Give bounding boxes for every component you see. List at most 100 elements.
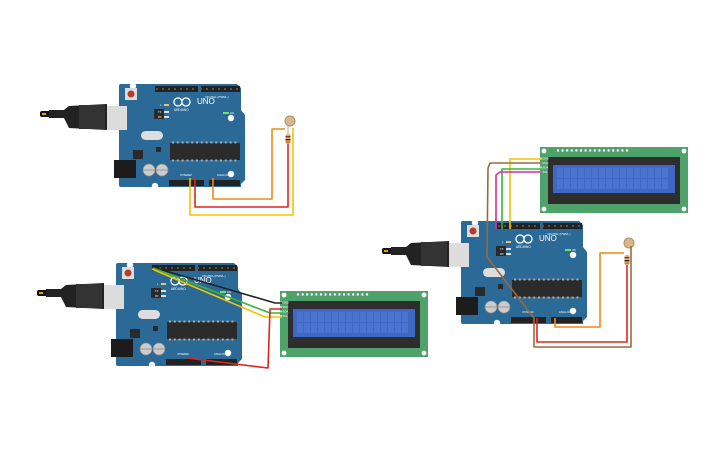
arduino-logo-icon <box>173 97 191 107</box>
lcd-char-cell <box>388 312 394 322</box>
analog-label: ANALOG IN <box>214 352 230 356</box>
usb-chip <box>154 109 164 119</box>
mounting-hole <box>224 349 232 357</box>
lcd-char-cell <box>402 323 408 333</box>
power-header[interactable] <box>511 317 546 323</box>
wire-yellow[interactable] <box>509 158 542 229</box>
brand-label: ARDUINO <box>516 245 531 249</box>
wire-black[interactable] <box>151 266 282 304</box>
reset-button[interactable] <box>122 267 134 279</box>
usb-cable[interactable] <box>37 283 104 309</box>
power-header[interactable] <box>166 359 201 365</box>
wire-red[interactable] <box>186 308 282 369</box>
lcd-char-cell <box>613 168 619 178</box>
lcd-char-cell <box>627 168 633 178</box>
lcd-pin[interactable] <box>540 166 542 169</box>
regulator <box>130 329 140 338</box>
wire-brown[interactable] <box>486 162 632 348</box>
lcd-char-cell <box>318 323 324 333</box>
lcd-char-cell <box>346 312 352 322</box>
lcd-pin[interactable] <box>280 306 282 308</box>
lcd-pin-label-scl: SCL <box>283 314 289 318</box>
lcd-char-cell <box>395 323 401 333</box>
wire-red[interactable] <box>194 144 289 208</box>
power-jack <box>456 297 478 315</box>
resistor-1[interactable] <box>285 134 291 144</box>
digital-header[interactable] <box>201 86 240 92</box>
photoresistor-3[interactable] <box>623 237 635 249</box>
usb-cable[interactable] <box>40 104 107 130</box>
lcd-char-cell <box>571 179 577 189</box>
usb-cable[interactable] <box>382 241 449 267</box>
crystal <box>138 310 160 319</box>
l-led <box>506 241 511 243</box>
analog-header[interactable] <box>209 180 240 186</box>
lcd-char-cell <box>402 312 408 322</box>
lcd-char-cell <box>641 168 647 178</box>
crystal <box>483 268 505 277</box>
usb-chip <box>496 246 506 256</box>
lcd-pin-label-sda: SDA <box>283 310 289 314</box>
lcd-char-cell <box>606 179 612 189</box>
lcd-char-cell <box>353 312 359 322</box>
mounting-hole <box>569 251 577 259</box>
microcontroller-chip <box>512 280 582 297</box>
power-header[interactable] <box>169 180 204 186</box>
mounting-hole <box>569 307 577 315</box>
wire-orange[interactable] <box>554 252 624 328</box>
mounting-hole <box>681 148 687 154</box>
lcd-char-cell <box>585 179 591 189</box>
microcontroller-chip <box>170 143 240 160</box>
rx-led <box>164 116 169 118</box>
mounting-hole <box>126 261 134 269</box>
lcd-char-cell <box>641 179 647 189</box>
lcd-pin[interactable] <box>280 315 282 317</box>
lcd-char-cell <box>311 312 317 322</box>
mounting-hole <box>281 350 287 356</box>
digital-header[interactable] <box>497 223 540 229</box>
lcd-char-cell <box>648 179 654 189</box>
lcd-char-cell <box>304 312 310 322</box>
lcd-char-cell <box>395 312 401 322</box>
reset-button[interactable] <box>125 88 137 100</box>
lcd-char-cell <box>599 168 605 178</box>
l-led <box>161 283 166 285</box>
digital-header[interactable] <box>155 86 198 92</box>
wire-yellow[interactable] <box>189 128 294 216</box>
lcd-pin-label-gnd: GND <box>543 157 549 161</box>
digital-header[interactable] <box>198 265 237 271</box>
lcd-char-cell <box>606 168 612 178</box>
wire-orange[interactable] <box>212 128 285 200</box>
digital-label: DIGITAL (PWM~) <box>202 274 225 278</box>
analog-header[interactable] <box>551 317 582 323</box>
resistor-3[interactable] <box>624 255 630 265</box>
wire-yellow[interactable] <box>151 268 282 318</box>
reset-button[interactable] <box>467 225 479 237</box>
lcd-char-cell <box>627 179 633 189</box>
lcd-pin[interactable] <box>280 310 282 313</box>
digital-header[interactable] <box>543 223 582 229</box>
regulator <box>475 287 485 296</box>
analog-label: ANALOG IN <box>559 310 575 314</box>
l-led <box>164 104 169 106</box>
lcd-char-cell <box>381 312 387 322</box>
lcd-char-cell <box>620 168 626 178</box>
wire-pink[interactable] <box>495 171 542 229</box>
mounting-hole <box>421 292 427 298</box>
wire-red[interactable] <box>536 265 628 343</box>
rx-led <box>161 295 166 297</box>
lcd-char-cell <box>367 323 373 333</box>
digital-header[interactable] <box>152 265 195 271</box>
lcd-char-cell <box>374 312 380 322</box>
mounting-hole <box>148 361 156 369</box>
wire-green[interactable] <box>501 168 542 229</box>
lcd-char-cell <box>353 323 359 333</box>
tx-led <box>164 111 169 113</box>
mounting-hole <box>471 219 479 227</box>
